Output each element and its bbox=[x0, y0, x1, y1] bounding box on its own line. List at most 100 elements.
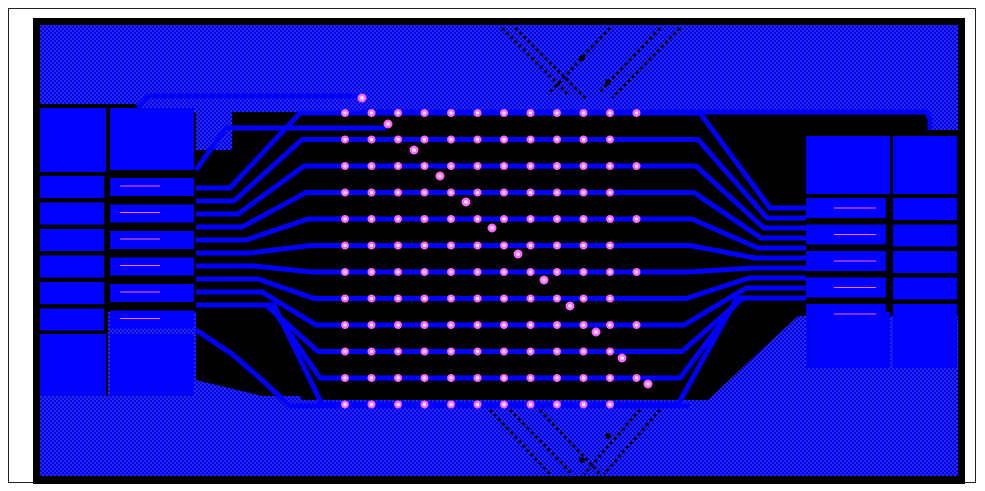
via-hole bbox=[396, 296, 400, 301]
via-hole bbox=[634, 164, 639, 168]
via-hole bbox=[369, 111, 374, 115]
x-pattern-node bbox=[605, 433, 611, 439]
via-hole bbox=[608, 243, 612, 248]
via-hole bbox=[555, 323, 559, 327]
via-hole bbox=[396, 111, 400, 115]
via-hole bbox=[608, 190, 612, 195]
via-hole bbox=[555, 217, 559, 221]
via-hole bbox=[608, 111, 612, 115]
trace bbox=[636, 137, 806, 221]
via-hole bbox=[422, 190, 427, 195]
via-hole bbox=[555, 270, 559, 274]
via-hole bbox=[502, 349, 506, 354]
via-hole bbox=[449, 164, 453, 168]
via-hole bbox=[555, 111, 559, 115]
via-hole bbox=[369, 243, 374, 248]
via-hole bbox=[528, 137, 533, 142]
via-hole bbox=[475, 349, 480, 354]
trace bbox=[636, 243, 806, 261]
trace bbox=[196, 110, 345, 191]
via-hole bbox=[555, 376, 559, 380]
trace bbox=[196, 137, 345, 204]
x-pattern-node bbox=[605, 79, 611, 85]
via-hole bbox=[475, 111, 480, 115]
via-hole bbox=[343, 402, 347, 407]
trace bbox=[193, 125, 386, 172]
via-hole bbox=[396, 323, 400, 327]
right-pin-pad bbox=[893, 198, 957, 220]
via-hole bbox=[343, 217, 347, 221]
via-hole bbox=[369, 217, 374, 221]
left-mount-pad bbox=[40, 108, 106, 172]
via-hole bbox=[528, 376, 533, 380]
via-hole bbox=[528, 164, 533, 168]
via-hole bbox=[581, 217, 586, 221]
via-hole bbox=[620, 356, 624, 360]
via-grid bbox=[341, 93, 653, 409]
via-hole bbox=[360, 96, 364, 100]
via-hole bbox=[581, 323, 586, 327]
via-hole bbox=[369, 137, 374, 142]
via-hole bbox=[555, 296, 559, 301]
via-hole bbox=[449, 296, 453, 301]
ground-pour-top bbox=[40, 25, 958, 130]
left-pin-pad bbox=[40, 308, 104, 331]
via-hole bbox=[502, 190, 506, 195]
via-hole bbox=[555, 137, 559, 142]
via-hole bbox=[608, 296, 612, 301]
via-hole bbox=[528, 190, 533, 195]
via-hole bbox=[438, 174, 442, 178]
via-hole bbox=[528, 402, 533, 407]
via-hole bbox=[449, 349, 453, 354]
via-hole bbox=[369, 402, 374, 407]
via-hole bbox=[555, 349, 559, 354]
via-hole bbox=[396, 164, 400, 168]
via-hole bbox=[422, 349, 427, 354]
via-hole bbox=[449, 137, 453, 142]
via-hole bbox=[634, 217, 639, 221]
via-hole bbox=[528, 296, 533, 301]
via-hole bbox=[343, 376, 347, 380]
via-hole bbox=[581, 376, 586, 380]
left-pin-pad bbox=[110, 284, 194, 302]
via-hole bbox=[396, 190, 400, 195]
via-hole bbox=[343, 323, 347, 327]
via-hole bbox=[369, 296, 374, 301]
trace bbox=[636, 285, 806, 328]
via-hole bbox=[369, 270, 374, 274]
left-pin-pad bbox=[40, 282, 104, 304]
left-pin-pad bbox=[110, 178, 194, 196]
via-hole bbox=[449, 323, 453, 327]
via-hole bbox=[422, 402, 427, 407]
via-hole bbox=[634, 376, 639, 380]
via-hole bbox=[449, 270, 453, 274]
via-hole bbox=[581, 111, 586, 115]
trace bbox=[196, 243, 345, 256]
via-hole bbox=[555, 243, 559, 248]
via-hole bbox=[475, 217, 480, 221]
via-hole bbox=[343, 111, 347, 115]
left-pin-pad bbox=[110, 231, 194, 249]
via-hole bbox=[608, 349, 612, 354]
trace bbox=[636, 265, 806, 275]
via-hole bbox=[369, 376, 374, 380]
via-hole bbox=[581, 402, 586, 407]
trace bbox=[636, 275, 806, 301]
left-pin-pad bbox=[40, 202, 104, 225]
via-hole bbox=[343, 270, 347, 274]
via-hole bbox=[475, 190, 480, 195]
via-hole bbox=[502, 164, 506, 168]
left-mount-pad bbox=[40, 334, 106, 396]
via-hole bbox=[422, 376, 427, 380]
via-hole bbox=[502, 137, 506, 142]
via-hole bbox=[594, 330, 598, 334]
via-hole bbox=[449, 111, 453, 115]
via-hole bbox=[634, 270, 639, 274]
via-hole bbox=[581, 137, 586, 142]
via-hole bbox=[528, 243, 533, 248]
left-pin-pad bbox=[110, 257, 194, 276]
via-hole bbox=[528, 349, 533, 354]
left-mount-pad bbox=[110, 108, 194, 170]
via-hole bbox=[502, 243, 506, 248]
via-hole bbox=[396, 402, 400, 407]
